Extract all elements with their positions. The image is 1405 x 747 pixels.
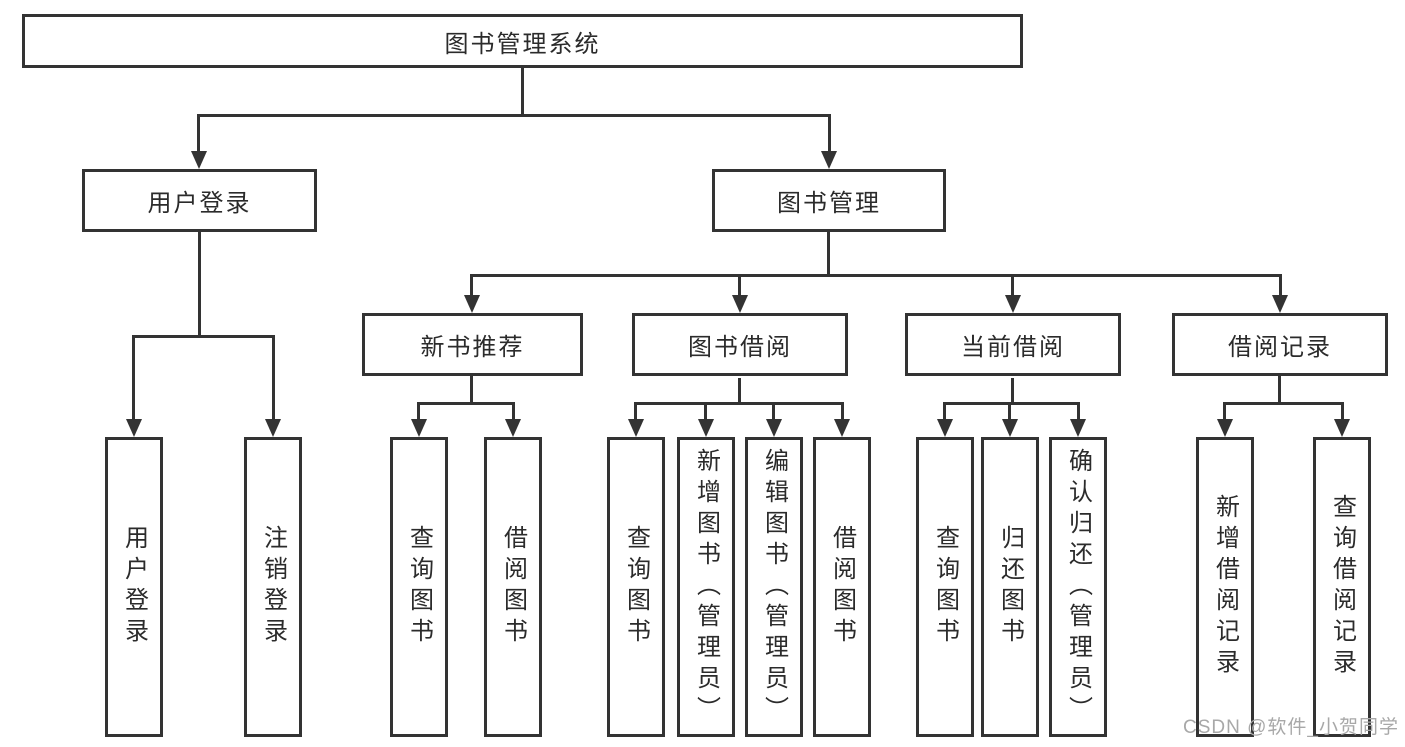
connector-line (132, 335, 135, 423)
connector-line (1011, 378, 1014, 405)
leaf-confirm-return-admin: 确认归还（管理员） (1049, 437, 1107, 737)
connector-line (198, 232, 201, 338)
connector-line (1011, 274, 1014, 299)
connector-line (943, 402, 946, 423)
connector-line (521, 68, 524, 117)
arrow-down-icon (265, 419, 281, 437)
leaf-query-book-recommend: 查询图书 (390, 437, 448, 737)
leaf-query-book-borrow: 查询图书 (607, 437, 665, 737)
node-book-management: 图书管理 (712, 169, 946, 232)
connector-line (841, 402, 844, 423)
arrow-down-icon (937, 419, 953, 437)
connector-line (470, 274, 1282, 277)
connector-line (417, 402, 420, 423)
connector-line (272, 335, 275, 423)
leaf-logout: 注销登录 (244, 437, 302, 737)
leaf-query-borrow-record: 查询借阅记录 (1313, 437, 1371, 737)
leaf-borrow-book: 借阅图书 (813, 437, 871, 737)
connector-line (197, 114, 200, 155)
arrow-down-icon (1272, 295, 1288, 313)
arrow-down-icon (628, 419, 644, 437)
connector-line (1008, 402, 1011, 423)
arrow-down-icon (821, 151, 837, 169)
leaf-return-book: 归还图书 (981, 437, 1039, 737)
connector-line (738, 274, 741, 299)
connector-line (132, 335, 275, 338)
connector-line (943, 402, 1080, 405)
leaf-borrow-book-recommend: 借阅图书 (484, 437, 542, 737)
connector-line (417, 402, 515, 405)
arrow-down-icon (411, 419, 427, 437)
node-user-login: 用户登录 (82, 169, 317, 232)
connector-line (1077, 402, 1080, 423)
leaf-add-borrow-record: 新增借阅记录 (1196, 437, 1254, 737)
connector-line (828, 114, 831, 155)
arrow-down-icon (191, 151, 207, 169)
connector-line (1223, 402, 1226, 423)
leaf-add-book-admin: 新增图书（管理员） (677, 437, 735, 737)
arrow-down-icon (505, 419, 521, 437)
connector-line (470, 274, 473, 299)
leaf-query-book-current: 查询图书 (916, 437, 974, 737)
connector-line (772, 402, 775, 423)
csdn-watermark: CSDN @软件_小贺同学 (1183, 717, 1399, 738)
connector-line (827, 232, 830, 277)
node-book-borrowing: 图书借阅 (632, 313, 848, 376)
arrow-down-icon (1217, 419, 1233, 437)
arrow-down-icon (698, 419, 714, 437)
arrow-down-icon (1070, 419, 1086, 437)
connector-line (738, 378, 741, 405)
arrow-down-icon (732, 295, 748, 313)
arrow-down-icon (766, 419, 782, 437)
connector-line (197, 114, 831, 117)
connector-line (704, 402, 707, 423)
connector-line (634, 402, 844, 405)
arrow-down-icon (126, 419, 142, 437)
node-library-management-system: 图书管理系统 (22, 14, 1023, 68)
connector-line (1278, 374, 1281, 405)
node-current-borrowing: 当前借阅 (905, 313, 1121, 376)
arrow-down-icon (1334, 419, 1350, 437)
arrow-down-icon (464, 295, 480, 313)
leaf-user-login: 用户登录 (105, 437, 163, 737)
connector-line (512, 402, 515, 423)
leaf-edit-book-admin: 编辑图书（管理员） (745, 437, 803, 737)
arrow-down-icon (1002, 419, 1018, 437)
connector-line (634, 402, 637, 423)
arrow-down-icon (1005, 295, 1021, 313)
connector-line (1279, 274, 1282, 299)
connector-line (470, 376, 473, 405)
arrow-down-icon (834, 419, 850, 437)
connector-line (1341, 402, 1344, 423)
connector-line (1223, 402, 1344, 405)
node-borrowing-records: 借阅记录 (1172, 313, 1388, 376)
node-new-book-recommend: 新书推荐 (362, 313, 583, 376)
